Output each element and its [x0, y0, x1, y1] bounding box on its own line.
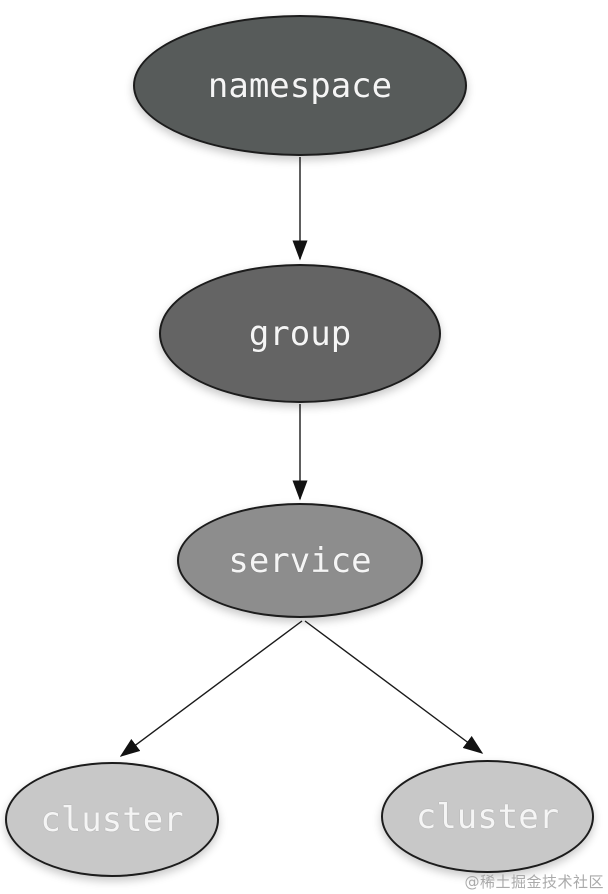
node-cluster-left: cluster: [5, 762, 219, 877]
node-group-label: group: [248, 313, 352, 354]
watermark: @稀土掘金技术社区: [464, 873, 604, 891]
node-cluster-right: cluster: [381, 760, 594, 873]
edge-service-cluster-right: [304, 620, 484, 754]
node-group: group: [159, 264, 441, 403]
node-service-label: service: [228, 540, 372, 581]
node-namespace: namespace: [133, 15, 467, 156]
node-namespace-label: namespace: [207, 65, 393, 106]
node-service: service: [177, 503, 423, 618]
edge-service-cluster-left: [119, 620, 303, 757]
node-cluster-right-label: cluster: [415, 796, 560, 837]
node-cluster-left-label: cluster: [40, 799, 184, 840]
